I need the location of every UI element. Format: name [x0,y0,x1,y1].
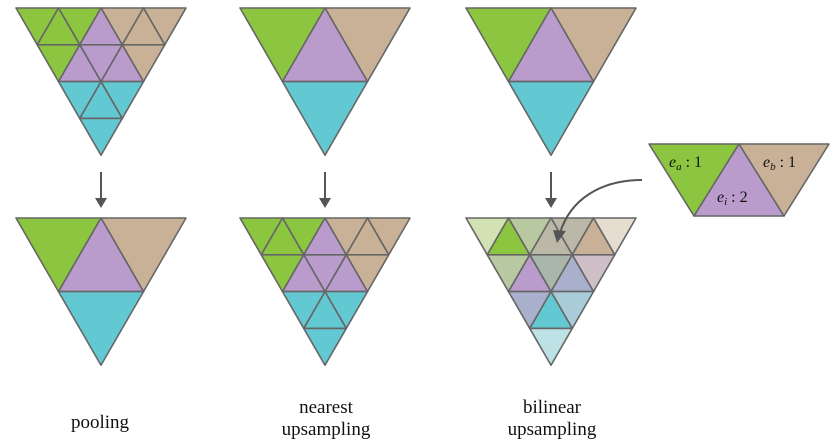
caption-pooling-line1: pooling [70,412,130,433]
arrow-bilinear-head [545,198,557,208]
nearest-input-mesh [239,7,411,157]
near-in-cell [281,80,369,157]
bil-in-cell [507,80,595,157]
pool-in-cell [78,117,124,157]
inset-labels: ea: 1 ei: 2 eb: 1 [669,154,796,208]
arrow-pooling-head [95,198,107,208]
caption-pooling: pooling [20,412,180,434]
arrow-nearest-head [319,198,331,208]
bilinear-input-mesh [465,7,637,157]
caption-nearest-line2: upsampling [281,419,371,440]
bil-out-cell [528,327,574,367]
label-ea: ea: 1 [669,154,702,173]
caption-nearest: nearest upsampling [246,397,406,441]
pool-out-cell [57,290,145,367]
near-out-cell [302,327,348,367]
bilinear-weights-inset [648,143,830,217]
caption-bilinear-line1: bilinear [522,397,582,418]
label-eb: eb: 1 [763,154,796,173]
pooling-output-mesh [15,217,187,367]
caption-nearest-line1: nearest [299,397,353,418]
pooling-input-mesh [15,7,187,157]
label-ei: ei: 2 [717,189,748,208]
nearest-output-mesh [239,217,411,367]
caption-bilinear-line2: upsampling [507,419,597,440]
arrows [95,172,643,243]
bilinear-output-mesh [465,217,637,367]
inset-cell-b [738,143,830,217]
arrow-inset-curve [559,179,643,234]
arrow-inset-head [553,230,566,243]
caption-bilinear: bilinear upsampling [472,397,632,441]
